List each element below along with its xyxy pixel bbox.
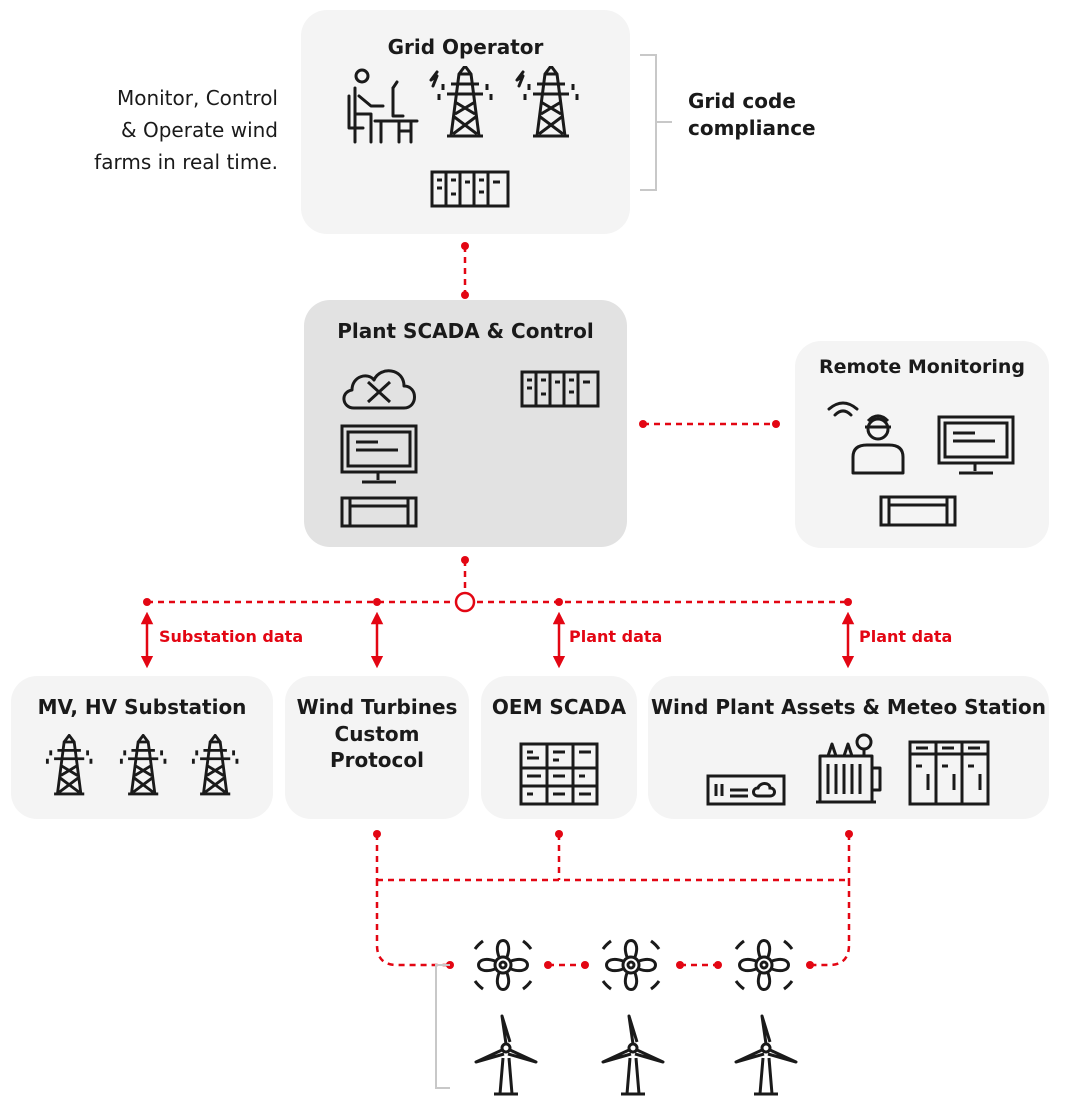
dot	[461, 556, 469, 564]
power-tower-icon	[119, 734, 167, 796]
bus-junction	[454, 591, 476, 613]
turbines-bracket	[435, 964, 450, 1089]
protocol-title-line-2: Custom	[334, 722, 420, 746]
operator-desk-icon	[347, 68, 419, 144]
controller-rack-icon	[430, 170, 510, 208]
dot	[772, 420, 780, 428]
plant-scada-node: Plant SCADA & Control	[304, 300, 627, 547]
compliance-bracket	[640, 54, 672, 191]
dot	[461, 242, 469, 250]
dot	[555, 830, 563, 838]
plant-data-label: Plant data	[859, 627, 953, 646]
gateway-icon	[706, 774, 786, 806]
dot	[544, 961, 552, 969]
protocol-title-line-1: Wind Turbines	[296, 695, 458, 719]
oem-scada-node: OEM SCADA	[481, 676, 637, 819]
side-note-line-1: Monitor, Control	[116, 86, 278, 110]
plant-data-label: Plant data	[569, 627, 663, 646]
grid-operator-title: Grid Operator	[387, 35, 544, 59]
dot	[844, 598, 852, 606]
dot	[373, 830, 381, 838]
plant-scada-title: Plant SCADA & Control	[337, 319, 594, 343]
power-tower-icon	[191, 734, 239, 796]
substation-data-label: Substation data	[159, 627, 304, 646]
engineer-icon	[851, 414, 905, 475]
protocol-title-line-3: Protocol	[329, 748, 424, 772]
server-icon	[879, 495, 957, 527]
side-note-line-2: & Operate wind	[121, 118, 278, 142]
dot	[806, 961, 814, 969]
monitor-icon	[937, 415, 1015, 475]
cloud-tools-icon	[342, 369, 416, 410]
server-icon	[340, 496, 418, 528]
grid-operator-node: Grid Operator	[301, 10, 630, 234]
dot	[461, 291, 469, 299]
power-tower-icon	[429, 66, 493, 138]
remote-monitoring-title: Remote Monitoring	[818, 356, 1026, 378]
transformer-icon	[816, 733, 882, 804]
compliance-line-1: Grid code	[688, 89, 796, 113]
controller-rack-icon	[520, 370, 600, 408]
wind-plant-assets-title: Wind Plant Assets & Meteo Station	[650, 695, 1047, 719]
compliance-line-2: compliance	[688, 116, 816, 140]
dot	[845, 830, 853, 838]
wifi-icon	[827, 401, 859, 417]
wind-turbine-icon	[474, 1014, 538, 1096]
oem-scada-title: OEM SCADA	[491, 695, 627, 719]
dot	[373, 598, 381, 606]
dot	[639, 420, 647, 428]
monitor-icon	[340, 424, 418, 484]
dot	[714, 961, 722, 969]
wind-turbine-icon	[601, 1014, 665, 1096]
remote-monitoring-node: Remote Monitoring	[795, 341, 1049, 548]
power-tower-icon	[515, 66, 579, 138]
dot	[581, 961, 589, 969]
rotor-icon	[734, 939, 794, 991]
side-note: Monitor, Control & Operate wind farms in…	[60, 82, 278, 178]
side-note-line-3: farms in real time.	[94, 150, 278, 174]
switchgear-icon	[908, 740, 990, 806]
link-left-turbine	[375, 880, 450, 967]
wind-turbines-protocol-node: Wind Turbines Custom Protocol	[285, 676, 469, 819]
link-right-turbine	[810, 880, 851, 967]
dot	[555, 598, 563, 606]
wind-plant-assets-node: Wind Plant Assets & Meteo Station	[648, 676, 1049, 819]
power-tower-icon	[45, 734, 93, 796]
rotor-icon	[473, 939, 533, 991]
dot	[143, 598, 151, 606]
rotor-icon	[601, 939, 661, 991]
substation-title: MV, HV Substation	[37, 695, 247, 719]
compliance-note: Grid code compliance	[688, 88, 888, 142]
substation-node: MV, HV Substation	[11, 676, 273, 819]
dot	[676, 961, 684, 969]
wind-turbine-icon	[734, 1014, 798, 1096]
control-cabinet-icon	[519, 742, 599, 806]
